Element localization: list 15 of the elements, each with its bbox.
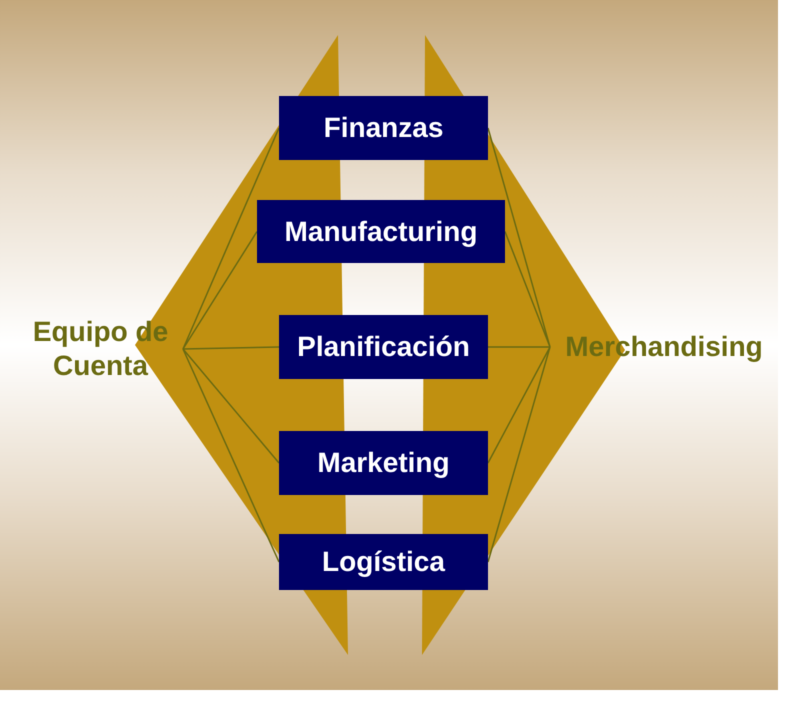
process-box: Finanzas [279,96,488,160]
process-box: Manufacturing [257,200,505,263]
connector-line [182,348,280,562]
process-box: Logística [279,534,488,590]
connector-line [182,348,280,464]
connector-line [182,346,280,350]
connector-line [182,231,258,350]
connector-line [487,346,551,464]
connector-line [504,231,551,348]
process-box: Planificación [279,315,488,379]
connector-line [487,128,551,348]
connector-line [487,346,551,562]
process-box: Marketing [279,431,488,495]
connector-line [488,346,550,348]
connector-line [182,128,280,350]
